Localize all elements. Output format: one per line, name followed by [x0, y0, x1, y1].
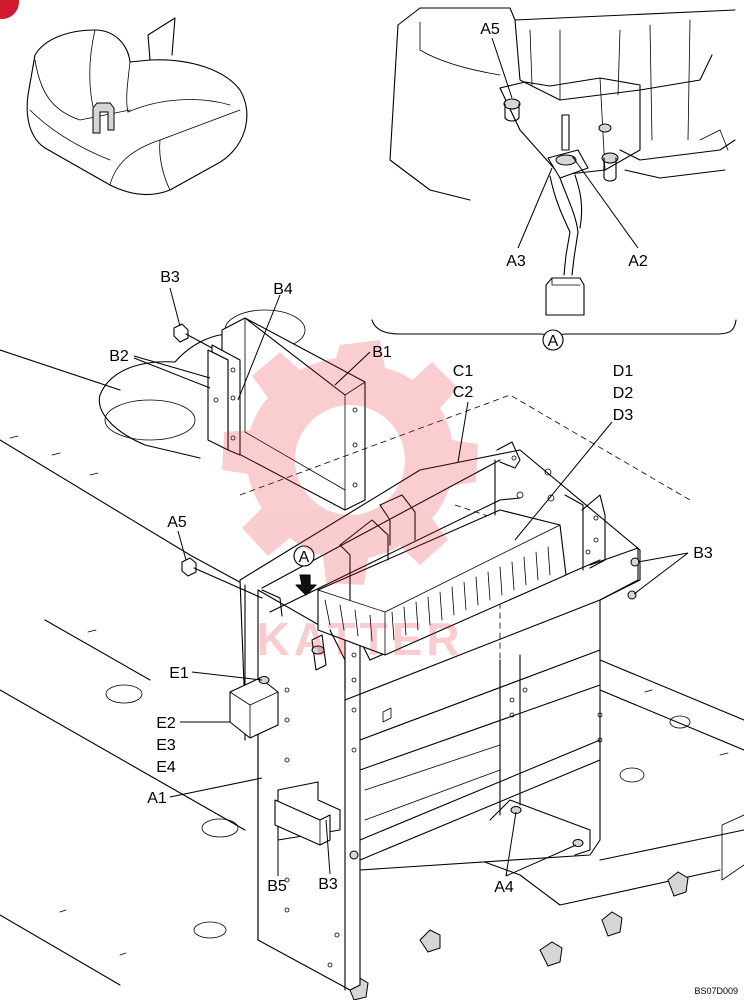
corner-badge [0, 0, 19, 19]
callout-b3-bottom: B3 [318, 876, 338, 893]
callout-a5-detail: A5 [480, 21, 500, 38]
detail-view-a: A [371, 7, 737, 351]
callout-d2: D2 [613, 385, 634, 402]
watermark-logo: KATTER [222, 340, 478, 665]
callout-e3: E3 [156, 737, 176, 754]
watermark-text: KATTER [256, 613, 463, 665]
callout-a3: A3 [506, 253, 526, 270]
main-marker-label: A [299, 549, 310, 566]
seat-illustration [26, 17, 248, 196]
part-a5-screw [181, 557, 263, 599]
part-a2-switch: A [293, 545, 327, 671]
part-b3-bolt-top [173, 323, 213, 349]
callout-b2: B2 [109, 348, 129, 365]
drawing-code: BS07D009 [694, 986, 738, 996]
main-marker-circle [293, 545, 315, 567]
callout-e4: E4 [156, 759, 176, 776]
callout-a2: A2 [628, 253, 648, 270]
detail-marker-circle [542, 329, 564, 351]
callout-a4: A4 [494, 879, 514, 896]
callout-c2: C2 [453, 384, 474, 401]
callout-b5: B5 [267, 878, 287, 895]
callout-b1: B1 [372, 344, 392, 361]
callout-e1: E1 [169, 665, 189, 682]
detail-marker-label: A [548, 333, 559, 350]
part-b2-bracket [207, 344, 241, 456]
part-d-controller [239, 394, 691, 691]
callout-d1: D1 [613, 363, 634, 380]
callout-d3: D3 [613, 407, 634, 424]
callout-b3-top: B3 [160, 269, 180, 286]
callout-e2: E2 [156, 715, 176, 732]
leader-lines [133, 37, 689, 877]
callout-labels: A5 A3 A2 B3 B4 B2 B1 C1 C2 D1 D2 D3 A5 B… [109, 21, 713, 896]
callout-b4: B4 [273, 281, 293, 298]
callout-b3-right: B3 [693, 545, 713, 562]
callout-a1: A1 [147, 790, 167, 807]
part-e-relay [229, 676, 279, 739]
callout-c1: C1 [453, 363, 474, 380]
floor-outline [0, 349, 744, 1000]
callout-a5-main: A5 [167, 514, 187, 531]
